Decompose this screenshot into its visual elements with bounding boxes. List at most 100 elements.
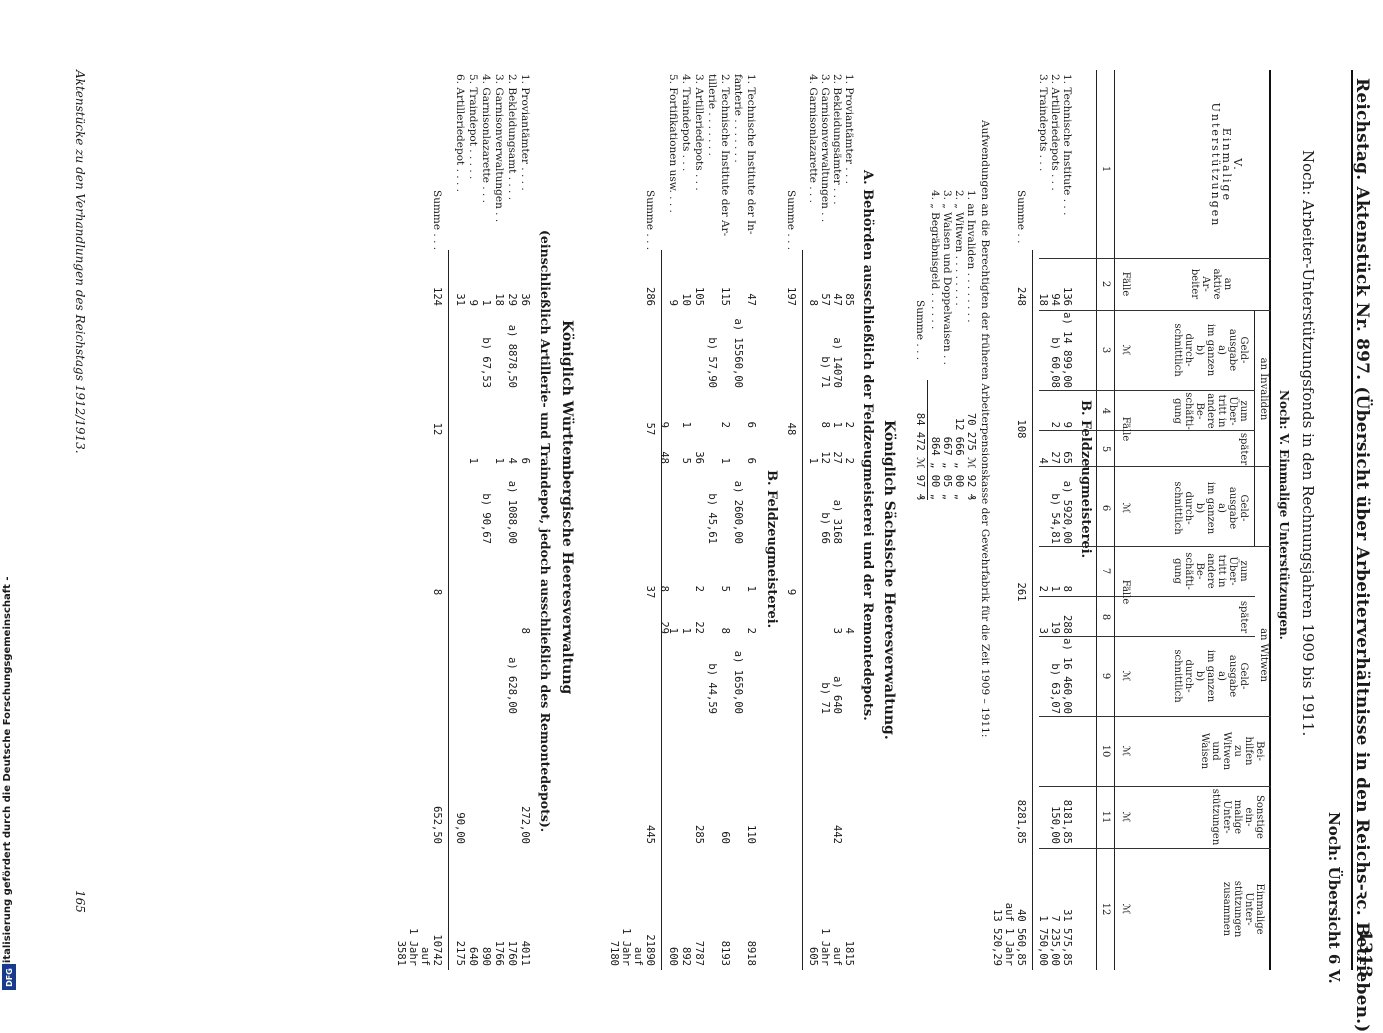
table-cell-c8: 288 xyxy=(1061,615,1073,634)
table-cell-c11: 285 xyxy=(693,825,705,844)
pension-item-value: 864 „ 00 „ xyxy=(929,436,941,500)
colnum-4: 4 xyxy=(1100,407,1111,415)
header-col-2: an aktive Ar- beiter xyxy=(1189,268,1233,300)
colnum-7: 7 xyxy=(1100,567,1111,575)
sum-cell-c12c: 1 Jahr xyxy=(620,928,632,966)
table-cell-c3: b) 57,90 xyxy=(706,337,718,388)
table-cell-c9: a) 628,00 xyxy=(506,657,518,714)
unit-mark-11: ℳ xyxy=(1120,811,1131,823)
table-cell-c2: 8 xyxy=(807,299,819,306)
section-b2-title: B. Feldzeugmeisterei. xyxy=(764,470,779,629)
sum-cell-c4: 9 xyxy=(658,421,670,428)
table-cell-c3: a) 14070 xyxy=(831,337,843,388)
sum-cell-c11: 652,50 xyxy=(431,806,443,844)
table-cell-c2: 115 xyxy=(719,287,731,306)
unit-faelle-2: Fälle xyxy=(1120,271,1131,297)
table-cell-c5: 1 xyxy=(719,457,731,464)
table-row-label: 3. Artilleriedepots . . . xyxy=(693,74,705,191)
table-cell-c2: 94 xyxy=(1049,293,1061,306)
unit-faelle-45: Fälle xyxy=(1120,416,1131,442)
unit-faelle-78: Fälle xyxy=(1120,579,1131,605)
table-row-label: 5. Fortifikationen usw. . . . xyxy=(667,74,679,213)
table-row-label: 2. Bekleidungsamt . . . . xyxy=(506,74,518,201)
pension-item-label: 3. „ Waisen und Doppelwaisen . . xyxy=(941,190,953,365)
sum-cell-c7: 8 xyxy=(658,585,670,592)
table-cell-c7: 1 xyxy=(1049,585,1061,592)
colnum-11: 11 xyxy=(1100,810,1111,824)
header-col-9: Geld- ausgabe a) im ganzen b) durch- sch… xyxy=(1172,649,1249,703)
table-cell-c5: 6 xyxy=(519,457,531,464)
table-cell-c5: 1 xyxy=(493,457,505,464)
table-cell-c12: 1766 xyxy=(493,940,505,966)
sum-cell-c2: 124 xyxy=(431,287,443,306)
table-row-label: 5. Traindepot . . . . . xyxy=(467,74,479,180)
sum-cell-c12: 40 560,85 xyxy=(1015,909,1027,966)
sum-cell-c78: 261 xyxy=(1015,582,1027,602)
table-subtitle-2: Noch: V. Einmalige Unterstützungen. xyxy=(1277,390,1291,640)
sum-cell-c11: 445 xyxy=(644,825,656,844)
table-cell-c2: 36 xyxy=(519,293,531,306)
sum-label: Summe . . . xyxy=(785,190,797,251)
page-number: 1313 xyxy=(1355,930,1375,979)
table-cell-c6: b) 90,67 xyxy=(480,493,492,544)
group-rule-invaliden xyxy=(1254,310,1255,546)
table-row-label: 6. Artilleriedepot . . . . xyxy=(454,74,466,192)
table-header-rule xyxy=(1114,70,1115,970)
table-colnum-rule xyxy=(1096,70,1097,970)
table-row-label: 2. Technische Institute der Ar- xyxy=(719,74,731,237)
pension-item-label: 2. „ Witwen . . . . . . . . xyxy=(953,190,965,306)
table-row-label: 3. Garnisonverwaltungen . . xyxy=(493,74,505,223)
table-cell-c9: a) 640 xyxy=(831,676,843,714)
unit-mark-6: ℳ xyxy=(1120,502,1131,514)
sum-cell-c12d: 7180 xyxy=(608,940,620,966)
unit-mark-3: ℳ xyxy=(1120,344,1131,356)
table-cell-c6: a) 1088,00 xyxy=(506,480,518,544)
table-cell-c12: 640 xyxy=(467,947,479,966)
footer-source: Aktenstücke zu den Verhandlungen des Rei… xyxy=(73,70,87,454)
sum-cell-c12c: 1 Jahr xyxy=(407,928,419,966)
table-cell-c2: 47 xyxy=(745,293,757,306)
table-cell-c8: 8 xyxy=(519,627,531,634)
header-col-5: später xyxy=(1238,432,1249,466)
table-row-label: 4. Garnisonlazarette . . . xyxy=(807,74,819,203)
colnum-2: 2 xyxy=(1100,280,1111,288)
colnum-12: 12 xyxy=(1100,902,1111,916)
section-saxony-title: Königlich Sächsische Heeresverwaltung. xyxy=(881,420,897,740)
table-cell-c7: 1 xyxy=(745,585,757,592)
table-cell-c7: 5 xyxy=(719,585,731,592)
table-cell-c2: 18 xyxy=(493,293,505,306)
col-sep-1 xyxy=(1039,258,1271,259)
table-cell-c5: 4 xyxy=(1037,457,1049,464)
sum-cell-c11: 8281,85 xyxy=(1015,799,1027,844)
table-subtitle: Noch: Arbeiter-Unterstützungsfonds in de… xyxy=(1299,150,1317,737)
sum-cell-c12: 21890 xyxy=(644,934,656,966)
pension-intro: Aufwendungen an die Berechtigten der frü… xyxy=(979,120,991,738)
table-cell-c12: 1 750,00 xyxy=(1037,915,1049,966)
colnum-8: 8 xyxy=(1100,613,1111,621)
col-sep-11 xyxy=(1039,848,1271,849)
table-cell-c8: 3 xyxy=(831,627,843,634)
sum-cell-c45: 12 xyxy=(431,422,443,436)
table-row-label: 2. Bekleidungsämter . . . xyxy=(831,74,843,205)
table-cell-c2: 47 xyxy=(831,293,843,306)
section-wuerttemberg-subtitle: (einschließlich Artillerie- und Traindep… xyxy=(538,230,553,833)
dfg-logo-icon: DFG xyxy=(2,964,16,990)
table-cell-c5: 2 xyxy=(843,457,855,464)
table-cell-c11: 8181,85 xyxy=(1061,799,1073,844)
sum-rule xyxy=(1032,250,1033,970)
sum-cell-c12d: 3581 xyxy=(395,940,407,966)
table-cell-c11: 272,00 xyxy=(519,806,531,844)
header-col-3: Geld- ausgabe a) im ganzen b) durch- sch… xyxy=(1172,323,1249,377)
table-cell-c2: 105 xyxy=(693,287,705,306)
header-col-12: Einmalige Unter- stützungen zusammen xyxy=(1221,880,1265,938)
col-sep-8 xyxy=(1039,636,1255,637)
table-cell-c5: 5 xyxy=(680,457,692,464)
table-cell-c12: 890 xyxy=(480,947,492,966)
sum-label: Summe . . . xyxy=(644,190,656,251)
col-sep-5 xyxy=(1039,466,1271,467)
table-cell-c6: b) 45,61 xyxy=(706,493,718,544)
table-cell-c9: a) 1650,00 xyxy=(732,650,744,714)
sum-cell-c8: 29 xyxy=(658,621,670,634)
table-cell-c4: 6 xyxy=(745,421,757,428)
table-cell-c8: 3 xyxy=(1037,627,1049,634)
